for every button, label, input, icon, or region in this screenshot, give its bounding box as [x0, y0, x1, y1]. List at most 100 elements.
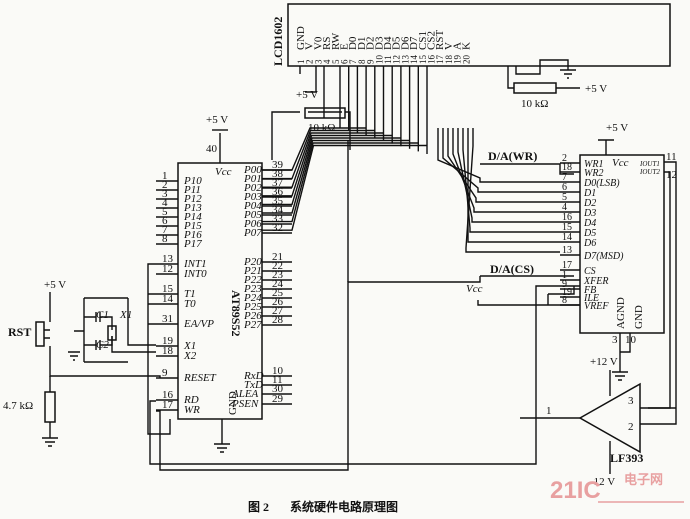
mcu-left-pin-number: 1	[162, 170, 168, 182]
dac-gnd: GND	[633, 305, 645, 329]
lcd-pin-label: RW	[330, 32, 342, 50]
lcd-pin-number: 2	[305, 60, 315, 65]
lcd-pin-number: 11	[383, 55, 393, 64]
dac-pin-number: 19	[562, 287, 572, 298]
mcu-right-pin-number: 34	[272, 204, 284, 216]
dac-pin-3: 3	[612, 334, 618, 346]
dac-box	[579, 154, 665, 334]
dac-pin-label: FB	[583, 285, 596, 296]
mcu-right-pin-number: 29	[272, 393, 284, 405]
plus12-label: +12 V	[590, 356, 618, 368]
lcd-pin-label: D5	[391, 36, 403, 50]
mcu-right-pin-label: P20	[243, 256, 262, 268]
lcd-pin-number: 14	[409, 55, 419, 65]
minus12-label: -12 V	[590, 476, 615, 488]
mcu-left-pin-label: P14	[183, 211, 202, 223]
mcu-right-pin-label: P23	[243, 283, 262, 295]
mcu-right-pin-number: 22	[272, 260, 283, 272]
dac-pin-label: XFER	[583, 276, 608, 287]
lcd-module: LCD1602 GND1V2V03RS4RW5E6D07D18D29D310D4…	[271, 3, 671, 67]
mcu-left-pin-label: P11	[183, 184, 201, 196]
lcd-pin-label: CS2	[426, 31, 438, 50]
dac-supply-label: +5 V	[606, 122, 628, 134]
da-wr-label: D/A(WR)	[488, 149, 537, 163]
mcu-left-pin-number: 2	[162, 179, 168, 191]
mcu-left-pin-label: P13	[183, 202, 202, 214]
mcu-right-pin-label: P07	[243, 227, 262, 239]
mcu-left-pin-number: 12	[162, 263, 173, 275]
lcd-pin-label: D0	[347, 36, 359, 50]
dac-pin-label: D2	[583, 198, 596, 209]
mcu-right-pin-number: 26	[272, 296, 284, 308]
mcu-left-pin-number: 6	[162, 215, 168, 227]
mcu-gnd-label: GND	[227, 391, 239, 415]
c2-label: C2	[96, 339, 109, 351]
lcd-pin-number: 15	[418, 55, 428, 65]
reset-label: RST	[8, 325, 31, 339]
mcu-left-pin-number: 9	[162, 367, 168, 379]
mcu-right-pin-number: 11	[272, 374, 283, 386]
lcd-pin-label: RST	[434, 30, 446, 50]
mcu-right-pin-label: P27	[243, 319, 262, 331]
lcd-pin-number: 20	[461, 55, 471, 65]
mcu-right-pin-label: ALEA	[231, 388, 259, 400]
mcu-left-pin-label: INT1	[183, 258, 207, 270]
lcd-pin-number: 6	[340, 59, 350, 64]
dac-pin-label: VREF	[584, 301, 609, 312]
lcd-pin-number: 13	[400, 55, 410, 65]
mcu-left-pin-number: 8	[162, 233, 168, 245]
mcu-right-pin-label: P02	[243, 182, 262, 194]
lcd-pin-number: 4	[322, 59, 332, 64]
lcd-pin-number: 12	[392, 55, 402, 64]
mcu-left-pin-label: WR	[184, 404, 200, 416]
mcu-left-pin-number: 7	[162, 224, 168, 236]
mcu-left-pin-label: P10	[183, 175, 202, 187]
lcd-pin-number: 10	[374, 55, 384, 65]
dac-pin-number: 4	[562, 202, 567, 213]
mcu-right-pin-label: P04	[243, 200, 262, 212]
mcu-right-pin-label: P26	[243, 310, 262, 322]
reset-resistor-label: 4.7 kΩ	[3, 400, 33, 412]
mcu-left-pin-number: 17	[162, 399, 174, 411]
mcu-left-pin-label: T1	[184, 288, 196, 300]
mcu-right-pin-label: P03	[243, 191, 262, 203]
mcu-right-pin-label: P24	[243, 292, 262, 304]
lcd-supply-label: +5 V	[296, 89, 318, 101]
reset-resistor	[44, 391, 56, 423]
dac-pin-number: 5	[562, 192, 567, 203]
lcd-pin-label: D7	[408, 36, 420, 50]
dac-control-nets: D/A(WR) D/A(CS) Vcc	[466, 149, 580, 306]
lcd-pin-label: D2	[365, 37, 377, 50]
mcu-right-pin-label: P01	[243, 173, 262, 185]
backlight-supply-label: +5 V	[585, 83, 607, 95]
lcd-pin-number: 5	[331, 59, 341, 64]
mcu-left-pin-label: P17	[183, 238, 202, 250]
dac-pin-number: 15	[562, 222, 572, 233]
mcu-right-pin-label: P25	[243, 301, 262, 313]
mcu-left-pin-label: INT0	[183, 268, 207, 280]
mcu-left-pin-number: 14	[162, 293, 174, 305]
lcd-pin-label: RS	[321, 37, 333, 50]
backlight-resistor-label: 10 kΩ	[521, 98, 548, 110]
mcu-right-pin-number: 36	[272, 186, 284, 198]
dac-vcc-local: Vcc	[466, 283, 483, 295]
mcu-right-pin-number: 35	[272, 195, 284, 207]
dac-pin-number: 16	[562, 212, 572, 223]
mcu-right-pin-number: 27	[272, 305, 284, 317]
lcd-pin-number: 7	[348, 59, 358, 64]
mcu-left-pin-number: 13	[162, 253, 174, 265]
lcd-pin-number: 8	[357, 59, 367, 64]
dac-pin-label: WR2	[584, 168, 603, 179]
reset-button[interactable]	[35, 321, 45, 347]
dac-pin-11: 11	[666, 151, 677, 163]
x1-label: X1	[119, 309, 132, 321]
opamp-name: LF393	[610, 451, 643, 465]
mcu-right-pin-number: 38	[272, 168, 284, 180]
control-long-nets	[149, 140, 580, 471]
backlight-resistor	[513, 82, 557, 94]
lcd-name: LCD1602	[271, 17, 285, 66]
mcu-left-pin-number: 19	[162, 335, 174, 347]
dac-pin-number: 13	[562, 245, 572, 256]
op-pin-2: 2	[628, 421, 634, 433]
